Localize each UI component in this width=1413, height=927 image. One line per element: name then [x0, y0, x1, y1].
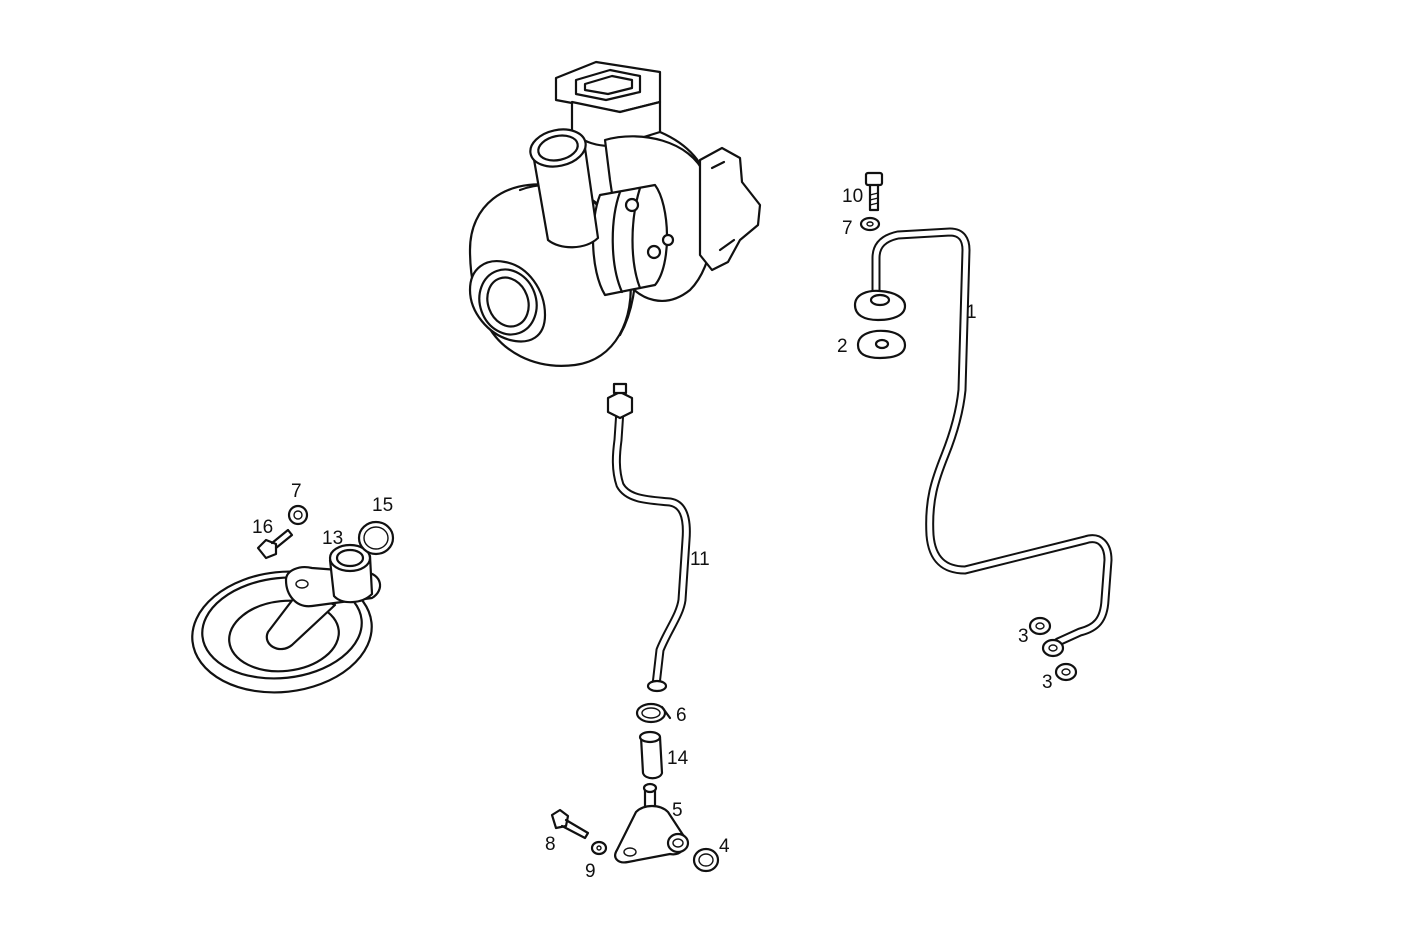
bolt-16 — [256, 528, 294, 560]
fitting-5 — [614, 782, 690, 864]
washer-3-lower — [1054, 662, 1078, 682]
washer-3-upper — [1028, 616, 1052, 636]
turbocharger — [468, 60, 762, 367]
callout-3-upper: 3 — [1018, 626, 1029, 647]
callout-5: 5 — [672, 800, 683, 821]
oil-return-flange-13 — [191, 543, 382, 694]
o-ring-15 — [357, 520, 395, 556]
callout-11: 11 — [690, 549, 710, 570]
callout-8: 8 — [545, 834, 556, 855]
callout-9: 9 — [585, 861, 596, 882]
callout-15: 15 — [372, 495, 393, 516]
callout-13: 13 — [322, 528, 343, 549]
hose-14 — [638, 730, 664, 780]
callout-2: 2 — [837, 336, 848, 357]
bolt-10 — [864, 171, 884, 212]
washer-7-left — [287, 504, 309, 526]
callout-4: 4 — [719, 836, 730, 857]
bolt-8 — [550, 808, 590, 840]
washer-9 — [590, 840, 608, 856]
callout-14: 14 — [667, 748, 689, 769]
callout-7-left: 7 — [291, 481, 302, 502]
clamp-6 — [635, 702, 672, 724]
callout-16: 16 — [252, 517, 273, 538]
callout-3-lower: 3 — [1042, 672, 1053, 693]
o-ring-4 — [692, 847, 720, 873]
callout-6: 6 — [676, 705, 687, 726]
callout-10: 10 — [842, 186, 863, 207]
washer-7-top — [859, 216, 881, 232]
oil-return-line-11 — [606, 382, 691, 693]
callout-1: 1 — [966, 302, 977, 323]
callout-7-top: 7 — [842, 218, 853, 239]
oil-feed-line-1 — [853, 227, 1113, 658]
gasket-2 — [856, 329, 907, 360]
